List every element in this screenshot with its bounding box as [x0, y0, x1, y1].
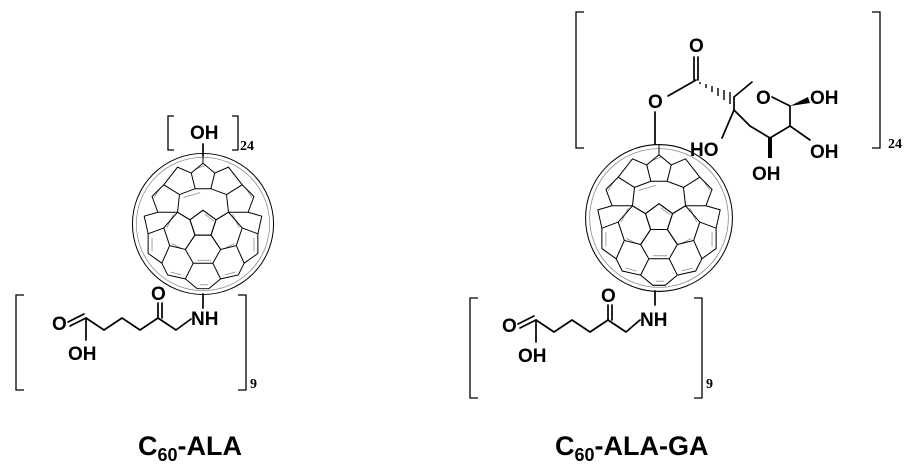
caption-c60-ala-ga: C60-ALA-GA	[555, 431, 709, 464]
ketone-oxygen-label: O	[151, 284, 166, 305]
molecule-c60-ala: OH 24 9 NH O O OH	[15, 115, 275, 464]
hydroxyl-label: OH	[190, 123, 219, 144]
caption-suffix: -ALA	[178, 431, 242, 461]
nh-label: NH	[640, 310, 667, 331]
right-bracket	[232, 115, 239, 151]
ala-repeat-unit: 9 NH O O OH	[15, 284, 257, 392]
caption-subscript: 60	[575, 445, 595, 464]
left-bracket	[15, 294, 24, 391]
caption-c60-ala: C60-ALA	[138, 431, 242, 464]
caption-base: C	[138, 431, 158, 461]
fullerene-cage	[131, 152, 275, 296]
left-bracket	[167, 115, 174, 151]
nh-label: NH	[191, 309, 218, 330]
hydroxyl-count: 24	[240, 139, 254, 154]
fullerene-cage	[585, 144, 733, 292]
right-bracket	[694, 297, 703, 399]
right-bracket	[872, 11, 881, 149]
oh-4-label: OH	[752, 164, 781, 185]
ala-count: 9	[250, 377, 257, 392]
caption-base: C	[555, 431, 575, 461]
molecule-c60-ala-ga: 24 O O O OH OH	[469, 11, 902, 464]
left-bracket	[469, 297, 478, 399]
sugar-count: 24	[888, 137, 902, 152]
ring-oxygen-label: O	[756, 88, 771, 109]
ala-count: 9	[706, 377, 713, 392]
oh-1-label: OH	[810, 88, 839, 109]
acid-oxygen-label: O	[52, 314, 67, 335]
left-bracket	[575, 11, 584, 149]
ala-repeat-unit: 9 NH O O OH	[469, 286, 713, 399]
svg-text:C60-ALA: C60-ALA	[138, 431, 242, 464]
sugar-repeat-unit: 24 O O O OH OH	[575, 11, 902, 185]
carbonyl-oxygen-label: O	[689, 36, 704, 57]
acid-hydroxyl-label: OH	[68, 344, 97, 365]
caption-subscript: 60	[158, 445, 178, 464]
caption-suffix: -ALA-GA	[595, 431, 709, 461]
ketone-oxygen-label: O	[601, 286, 616, 307]
acid-hydroxyl-label: OH	[518, 346, 547, 367]
right-bracket	[238, 294, 247, 391]
hydroxyl-repeat-unit: OH 24	[167, 115, 254, 157]
acid-oxygen-label: O	[502, 316, 517, 337]
oh-3-label: OH	[810, 142, 839, 163]
ester-oxygen-label: O	[648, 92, 663, 113]
svg-text:C60-ALA-GA: C60-ALA-GA	[555, 431, 709, 464]
